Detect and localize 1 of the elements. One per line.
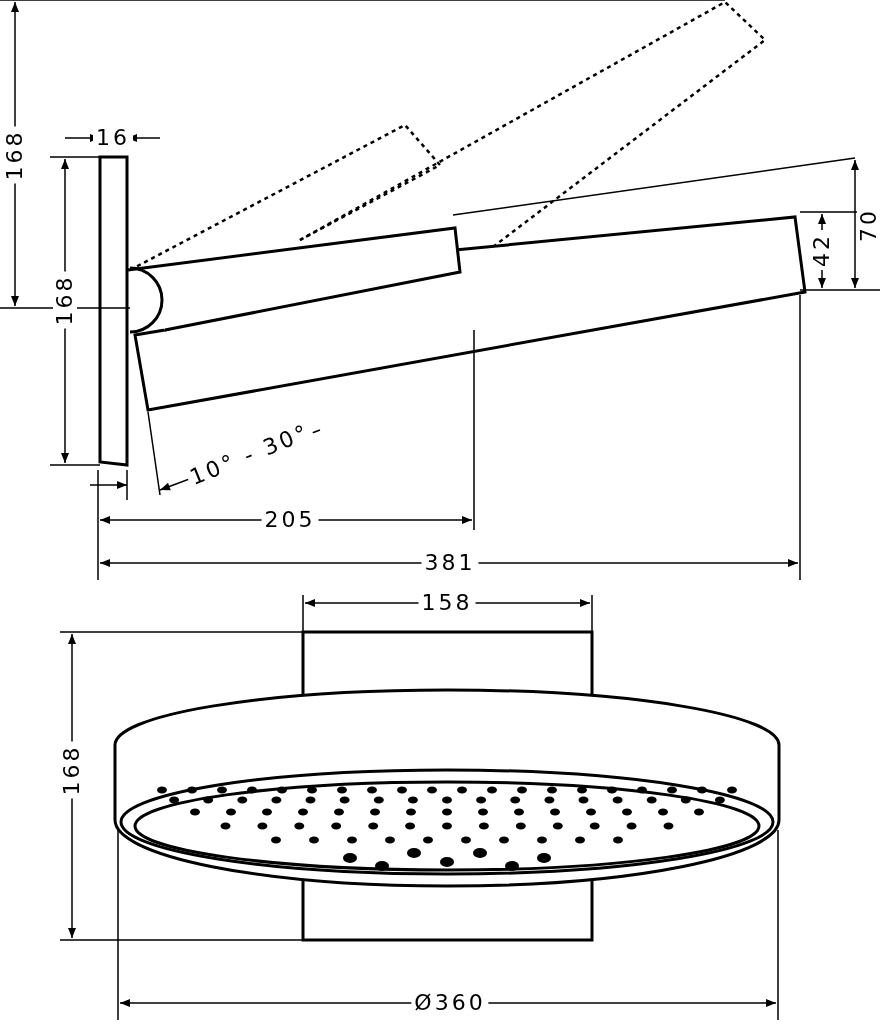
dimension-label: 168	[53, 271, 77, 329]
